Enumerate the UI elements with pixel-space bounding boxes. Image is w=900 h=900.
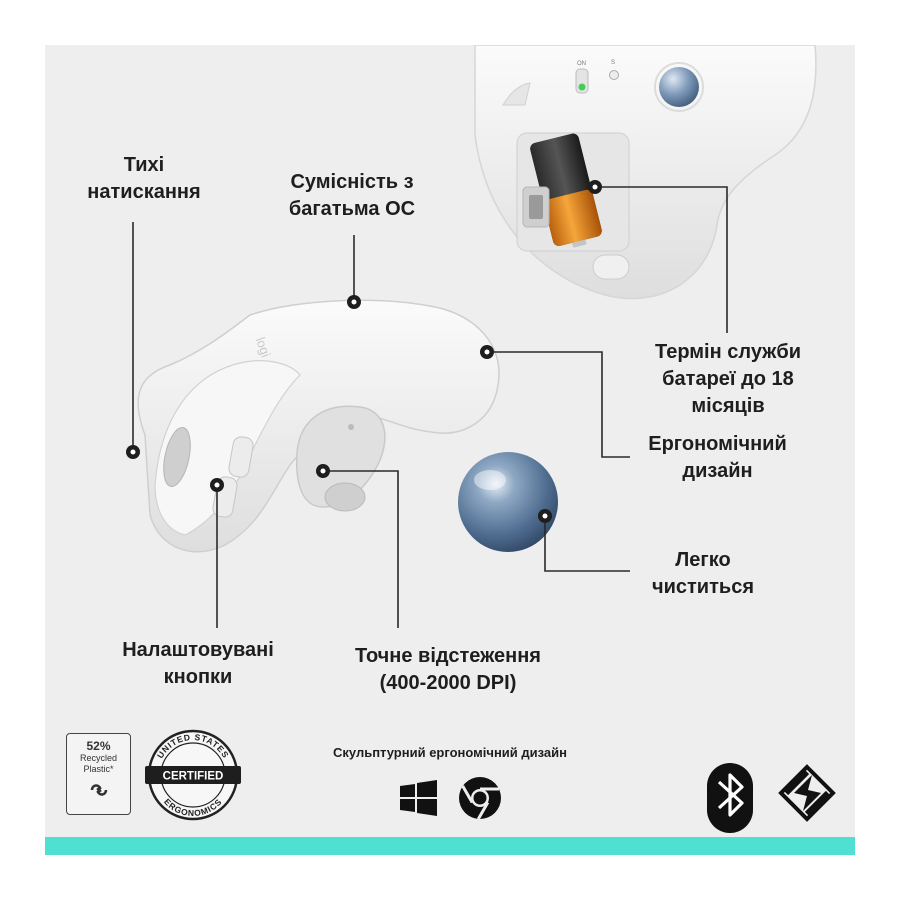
callout-easy-clean: Легко чиститься xyxy=(643,547,763,601)
callout-custom-buttons-line-1: Налаштовувані xyxy=(122,639,274,661)
switch-alt-label: S xyxy=(611,60,615,66)
callout-easy-clean-line-2: чиститься xyxy=(651,576,754,598)
leader-battery xyxy=(595,186,728,333)
chrome-icon xyxy=(459,777,501,820)
side-button-forward xyxy=(228,436,254,478)
callout-battery-line-2: батареї до 18 xyxy=(662,368,794,390)
callout-battery: Термін служби батареї до 18 місяців xyxy=(628,339,828,420)
product-illustration: ON S xyxy=(126,45,836,833)
windows-icon xyxy=(400,780,437,816)
leader-tracking xyxy=(323,470,399,628)
callout-tracking-line-2: (400-2000 DPI) xyxy=(379,672,517,694)
recycled-line-1: Recycled xyxy=(79,753,117,763)
recycled-percent: 52% xyxy=(86,739,111,753)
callout-tracking: Точне відстеження (400-2000 DPI) xyxy=(328,643,568,697)
callout-multi-os-line-2: багатьма ОС xyxy=(288,198,416,220)
callout-quiet-clicks-line-1: Тихі xyxy=(123,154,165,176)
callout-tracking-line-1: Точне відстеження xyxy=(355,645,541,667)
callout-multi-os: Сумісність з багатьма ОС xyxy=(267,169,437,223)
product-panel: ON S xyxy=(45,45,855,855)
trackball-socket xyxy=(295,405,386,508)
recycle-icon xyxy=(90,784,107,796)
trackball xyxy=(458,452,558,552)
connect-button xyxy=(609,70,619,80)
callout-multi-os-line-1: Сумісність з xyxy=(290,171,414,193)
callout-ergonomic-line-2: дизайн xyxy=(682,460,753,482)
footer-caption: Скульптурний ергономічний дизайн xyxy=(333,745,567,760)
mouse-underside: ON S xyxy=(474,45,817,300)
certified-ergonomics-seal: UNITED STATES ERGONOMICS CERTIFIED xyxy=(145,729,241,821)
recycled-line-2: Plastic* xyxy=(83,764,114,774)
switch-on-label: ON xyxy=(577,61,586,67)
callout-battery-line-1: Термін служби xyxy=(654,341,802,363)
mouse-main: logi xyxy=(137,299,500,553)
seal-middle-text: CERTIFIED xyxy=(163,771,224,783)
accent-strip xyxy=(45,837,855,855)
scroll-wheel xyxy=(163,427,191,487)
callout-battery-line-3: місяців xyxy=(691,395,765,417)
bluetooth-icon xyxy=(707,763,753,833)
callout-quiet-clicks-line-2: натискання xyxy=(87,181,201,203)
recycled-plastic-badge: 52% Recycled Plastic* xyxy=(66,733,131,815)
foot-pad xyxy=(592,254,630,280)
callout-custom-buttons: Налаштовувані кнопки xyxy=(95,637,301,691)
underside-trackball xyxy=(659,67,699,107)
callout-ergonomic-line-1: Ергономічний xyxy=(648,433,787,455)
callout-custom-buttons-line-2: кнопки xyxy=(163,666,233,688)
leader-ergonomic xyxy=(487,351,630,458)
logi-bolt-icon xyxy=(778,764,836,822)
leader-easy-clean xyxy=(544,516,630,572)
callout-quiet-clicks: Тихі натискання xyxy=(85,152,203,206)
callout-lines xyxy=(132,186,728,628)
mouse-brand-mark: logi xyxy=(253,335,274,359)
callout-easy-clean-line-1: Легко xyxy=(675,549,731,571)
callout-ergonomic: Ергономічний дизайн xyxy=(635,431,800,485)
